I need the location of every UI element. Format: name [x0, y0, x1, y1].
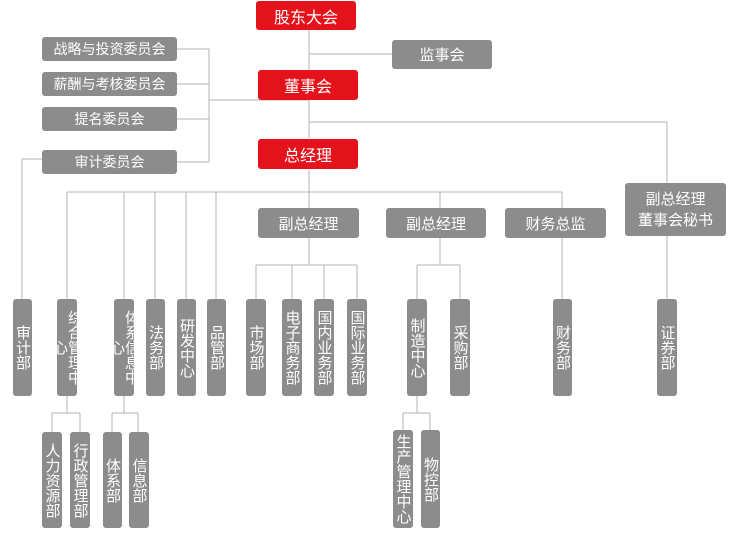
- dept-ecommerce: 电子商务部: [282, 299, 302, 396]
- board-secretary-line1: 副总经理: [645, 189, 706, 208]
- dept-international: 国际业务部: [347, 299, 367, 396]
- subdept-hr: 人力资源部: [42, 432, 62, 528]
- general-manager: 总经理: [258, 139, 358, 169]
- compensation-committee: 薪酬与考核委员会: [42, 72, 177, 96]
- dept-quality: 品管部: [207, 299, 226, 396]
- dept-legal: 法务部: [146, 299, 165, 396]
- board-secretary-line2: 董事会秘书: [637, 210, 713, 229]
- dept-audit: 审计部: [13, 299, 32, 396]
- subdept-admin: 行政管理部: [70, 432, 90, 528]
- dept-rnd-center: 研发中心: [177, 299, 196, 396]
- subdept-system: 体系部: [103, 432, 122, 528]
- vice-gm-manufacturing: 副总经理: [386, 208, 486, 238]
- board-secretary: 副总经理 董事会秘书: [625, 183, 726, 236]
- dept-finance: 财务部: [553, 299, 572, 396]
- shareholders-meeting: 股东大会: [256, 1, 356, 30]
- dept-system-info-center: 体系信息中心: [108, 299, 141, 396]
- dept-purchasing: 采购部: [450, 299, 470, 396]
- dept-domestic: 国内业务部: [314, 299, 334, 396]
- strategy-investment-committee: 战略与投资委员会: [42, 37, 177, 61]
- nomination-committee: 提名委员会: [42, 107, 177, 131]
- vice-gm-sales: 副总经理: [258, 208, 359, 238]
- board-of-directors: 董事会: [258, 70, 358, 100]
- subdept-material-control: 物控部: [421, 430, 440, 528]
- subdept-info: 信息部: [129, 432, 149, 528]
- dept-securities: 证券部: [657, 299, 677, 396]
- supervisory-board: 监事会: [392, 40, 492, 69]
- cfo: 财务总监: [505, 208, 606, 238]
- audit-committee: 审计委员会: [42, 150, 177, 174]
- dept-market: 市场部: [246, 299, 266, 396]
- dept-manufacturing-center: 制造中心: [407, 299, 427, 396]
- dept-admin-mgmt-center: 综合管理中心: [51, 299, 84, 396]
- subdept-production-center: 生产管理中心: [393, 430, 413, 528]
